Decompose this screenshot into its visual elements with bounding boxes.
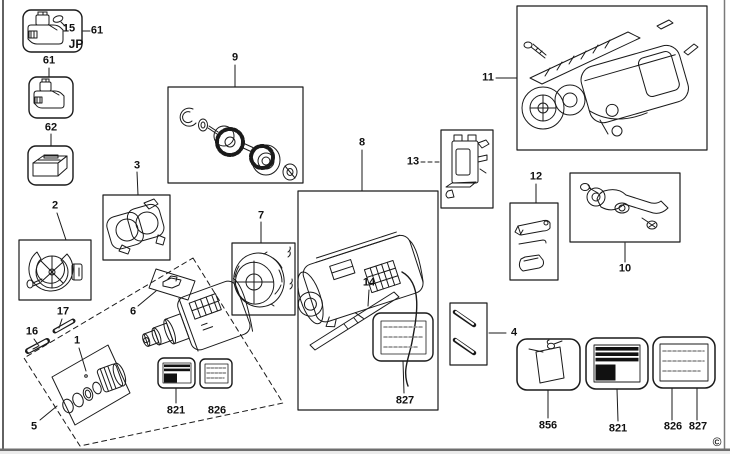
bracket-box-10	[569, 172, 681, 243]
sticker-label-856: 856	[538, 419, 558, 432]
lever-drawing	[514, 219, 551, 272]
pin-drawing-b	[452, 337, 477, 356]
leader-827-mid	[402, 360, 405, 394]
rings-drawing	[62, 362, 127, 414]
jp-marking: JP	[68, 37, 84, 51]
callout-2: 2	[51, 199, 59, 212]
clamp-drawing	[106, 198, 166, 255]
end-cap-drawing	[26, 251, 83, 292]
sticker-label-827-mid: 827	[395, 394, 415, 407]
pin-16-drawing	[25, 338, 50, 354]
bracket-drawing	[580, 183, 669, 230]
collar-kit-box-1	[51, 344, 131, 426]
callout-6: 6	[129, 305, 137, 318]
callout-12: 12	[529, 170, 543, 183]
charger-62-box	[27, 145, 74, 186]
callout-13: 13	[406, 155, 420, 168]
sticker-827-mid	[372, 312, 434, 394]
leader-6	[137, 290, 157, 307]
spring-clip-b	[289, 278, 293, 290]
battery-pack-drawing	[27, 11, 64, 45]
pins-box-4	[449, 302, 488, 366]
callout-4: 4	[510, 326, 518, 339]
sticker-826-827-br	[652, 336, 716, 421]
end-cap-box-2	[18, 239, 92, 301]
clamp-box-3	[102, 194, 171, 261]
pin-17-drawing	[52, 318, 76, 334]
sticker-label-826-mid: 826	[207, 404, 227, 417]
spring-clip-a	[287, 246, 291, 258]
motor-assembly-drawing	[297, 231, 424, 387]
callout-17: 17	[56, 305, 70, 318]
motor-lead-wire	[401, 271, 418, 387]
callout-9: 9	[231, 51, 239, 64]
housing-box-11	[516, 5, 708, 151]
leader-16	[33, 338, 40, 347]
battery-jp-box	[22, 9, 83, 53]
leader-2	[56, 212, 67, 241]
sticker-label-826-br: 826	[663, 420, 683, 433]
lubrication-label-icon	[528, 339, 565, 384]
sticker-826-mid	[199, 358, 233, 389]
housing-drawing	[521, 19, 699, 137]
callout-61-below: 61	[42, 54, 56, 67]
button-box-6	[137, 268, 196, 307]
callout-16: 16	[25, 325, 39, 338]
copyright-icon: ©	[712, 435, 722, 449]
sticker-821-mid	[157, 357, 196, 404]
sticker-821-br	[585, 337, 649, 422]
battery-61-box	[28, 76, 74, 119]
clutch-collar-drawing	[233, 251, 285, 308]
leader-17	[58, 318, 63, 329]
callout-3: 3	[133, 159, 141, 172]
motor-box-8	[297, 190, 439, 411]
sticker-label-821-br: 821	[608, 422, 628, 435]
leader-5	[39, 405, 58, 421]
leader-14	[367, 289, 370, 307]
callout-11: 11	[482, 71, 494, 84]
callout-1: 1	[73, 334, 81, 347]
button-drawing	[162, 277, 182, 289]
lever-box-12	[509, 202, 559, 281]
leader-3	[136, 171, 139, 196]
sticker-label-827-br: 827	[688, 420, 708, 433]
leader-821-br	[616, 388, 619, 422]
clutch-box-7	[231, 242, 296, 316]
switch-box-13	[440, 129, 494, 209]
sticker-856	[516, 338, 581, 419]
pin-drawing-a	[452, 309, 477, 328]
charger-drawing	[32, 154, 68, 177]
callout-7: 7	[257, 209, 265, 222]
callout-15: 15	[62, 22, 76, 35]
callout-10: 10	[618, 262, 632, 275]
clip-part-15	[52, 15, 64, 23]
callout-62: 62	[44, 121, 58, 134]
kit-region-5	[23, 257, 284, 447]
gear-train-box-9	[167, 86, 304, 184]
leader-1	[78, 347, 87, 372]
sticker-label-821-mid: 821	[166, 404, 186, 417]
motor-unit-drawing	[142, 278, 254, 352]
leader-15	[60, 21, 66, 27]
callout-5: 5	[30, 420, 38, 433]
callout-8: 8	[358, 136, 366, 149]
callout-14: 14	[362, 276, 376, 289]
switch-drawing	[445, 134, 490, 199]
gear-train-drawing	[179, 107, 298, 181]
battery-61-drawing	[33, 78, 65, 109]
callout-61-right: 61	[90, 24, 104, 37]
bit-holder-strip-14	[309, 291, 400, 351]
